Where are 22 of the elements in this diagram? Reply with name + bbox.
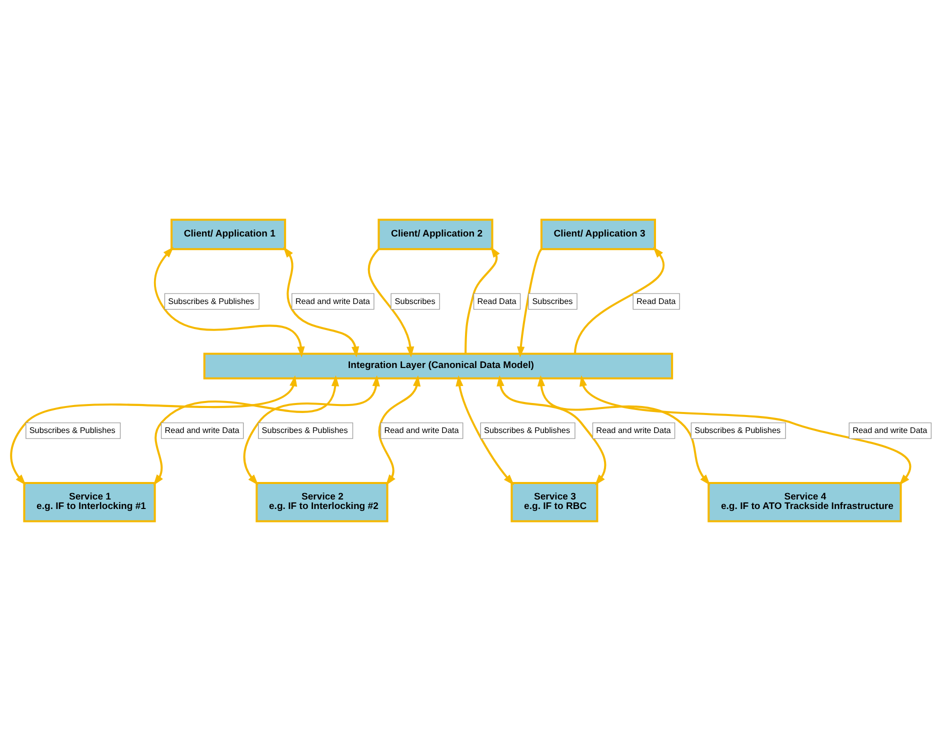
arrow	[456, 374, 514, 485]
node-box: Service 1 e.g. IF to Interlocking #1	[23, 481, 156, 522]
arrow	[378, 374, 421, 485]
arrow	[579, 374, 911, 485]
node-box: Service 3 e.g. IF to RBC	[510, 481, 598, 522]
arrow	[283, 246, 360, 358]
arrow	[517, 248, 542, 358]
arrow	[10, 374, 298, 485]
node-box: Service 4 e.g. IF to ATO Trackside Infrastructure	[708, 481, 902, 522]
arrow	[496, 374, 606, 485]
arrow	[154, 246, 305, 358]
node-box: Client/ Application 2	[378, 218, 494, 250]
arrow	[243, 374, 380, 485]
arrow	[537, 374, 710, 485]
arrow	[153, 374, 340, 485]
node-box: Integration Layer (Canonical Data Model)	[203, 352, 674, 379]
arrow	[574, 246, 664, 354]
arrow	[368, 248, 414, 358]
node-box: Service 2 e.g. IF to Interlocking #2	[256, 481, 388, 522]
node-box: Client/ Application 3	[540, 218, 656, 250]
arrow	[464, 246, 500, 354]
node-box: Client/ Application 1	[170, 218, 286, 250]
